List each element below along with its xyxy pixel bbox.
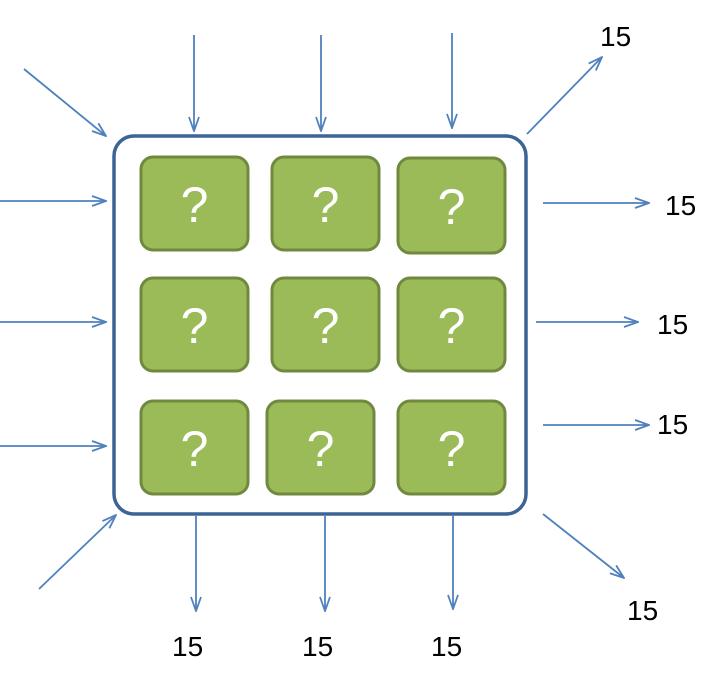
cell-value: ? xyxy=(438,298,466,354)
cell-value: ? xyxy=(438,179,466,235)
sum-label-main-diagonal: 15 xyxy=(627,595,658,626)
grid-cell: ? xyxy=(139,399,250,496)
arrow xyxy=(23,68,106,136)
grid-cell: ? xyxy=(396,156,507,255)
cell-value: ? xyxy=(312,177,340,233)
arrow xyxy=(526,57,602,135)
grid-cell: ? xyxy=(270,276,381,373)
arrow xyxy=(542,513,624,578)
cell-value: ? xyxy=(181,177,209,233)
sum-label-anti-diagonal: 15 xyxy=(600,21,631,52)
sum-label-column-2: 15 xyxy=(302,631,333,662)
grid-cell: ? xyxy=(270,155,381,252)
cell-value: ? xyxy=(307,421,335,477)
sum-label-column-1: 15 xyxy=(172,631,203,662)
cell-value: ? xyxy=(438,421,466,477)
grid-cell: ? xyxy=(396,399,507,496)
sum-label-row-3: 15 xyxy=(657,409,688,440)
grid-cell: ? xyxy=(396,276,507,373)
sum-label-row-2: 15 xyxy=(657,309,688,340)
cell-value: ? xyxy=(181,298,209,354)
grid-cell: ? xyxy=(265,399,376,496)
cell-value: ? xyxy=(312,298,340,354)
grid-cell: ? xyxy=(139,276,250,373)
sum-label-column-3: 15 xyxy=(431,631,462,662)
sum-label-row-1: 15 xyxy=(665,190,696,221)
arrow xyxy=(38,515,116,590)
grid-cell: ? xyxy=(139,155,250,252)
cell-value: ? xyxy=(181,421,209,477)
